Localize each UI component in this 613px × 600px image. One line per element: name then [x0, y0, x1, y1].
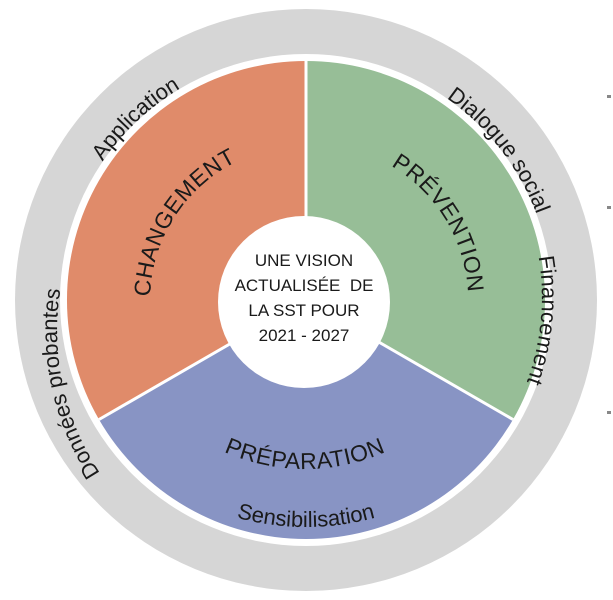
edge-mark-1 [607, 95, 611, 98]
center-line-1: UNE VISION [255, 251, 353, 270]
center-line-2: ACTUALISÉE DE [235, 276, 374, 295]
center-circle [218, 216, 390, 388]
center-line-3: LA SST POUR [248, 301, 359, 320]
edge-mark-3 [607, 411, 611, 414]
edge-mark-2 [607, 206, 611, 209]
center-line-4: 2021 - 2027 [259, 326, 350, 345]
